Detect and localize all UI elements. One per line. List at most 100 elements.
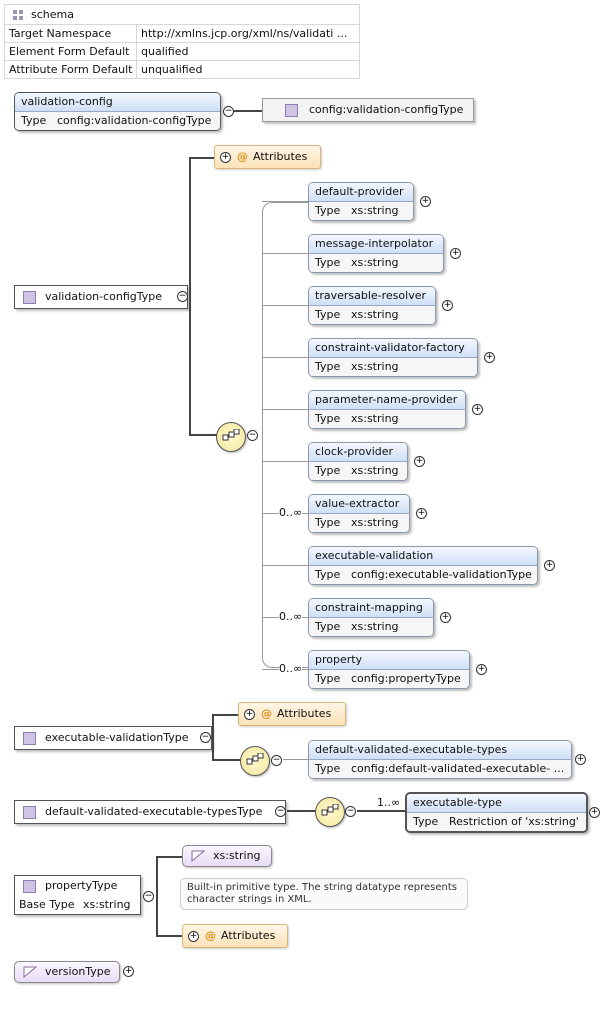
schema-title-row: schema xyxy=(5,5,359,24)
element-type: xs:string xyxy=(351,308,399,321)
element-type: xs:string xyxy=(351,204,399,217)
expand-icon[interactable]: + xyxy=(442,300,453,311)
expand-icon[interactable]: + xyxy=(484,352,495,363)
expand-icon[interactable]: + xyxy=(244,709,255,720)
expand-icon[interactable]: + xyxy=(420,196,431,207)
complex-type-box[interactable]: validation-configType xyxy=(14,285,188,309)
element-type: xs:string xyxy=(351,256,399,269)
simple-type-box[interactable]: versionType xyxy=(14,961,120,983)
property-value: qualified xyxy=(136,42,359,61)
type-ref-box[interactable]: config:validation-configType xyxy=(262,98,474,122)
property-key: Target Namespace xyxy=(5,24,137,43)
simple-type-box[interactable]: xs:string xyxy=(182,845,272,867)
sequence-bracket xyxy=(262,202,311,668)
type-label: Type xyxy=(413,815,439,828)
element-type: Restriction of 'xs:string' xyxy=(449,815,579,828)
collapse-icon[interactable]: − xyxy=(143,891,154,902)
collapse-icon[interactable]: − xyxy=(177,291,188,302)
at-icon: @ xyxy=(205,929,216,942)
collapse-icon[interactable]: − xyxy=(271,755,282,766)
element-type: xs:string xyxy=(351,620,399,633)
expand-icon[interactable]: + xyxy=(575,754,586,765)
complex-type-box[interactable]: executable-validationType xyxy=(14,726,212,750)
expand-icon[interactable]: + xyxy=(544,560,555,571)
element-name: constraint-mapping xyxy=(309,599,433,618)
at-icon: @ xyxy=(237,150,248,163)
collapse-icon[interactable]: − xyxy=(247,430,258,441)
connector-line xyxy=(262,461,308,462)
expand-icon[interactable]: + xyxy=(416,508,427,519)
simple-type-name: versionType xyxy=(45,965,111,978)
element-name: clock-provider xyxy=(309,443,407,462)
expand-icon[interactable]: + xyxy=(589,807,600,818)
simple-type-icon xyxy=(23,966,37,978)
element-type: xs:string xyxy=(351,360,399,373)
element-type: xs:string xyxy=(351,412,399,425)
collapse-icon[interactable]: − xyxy=(345,806,356,817)
type-label: Type xyxy=(315,360,341,373)
attributes-box[interactable]: + @ Attributes xyxy=(238,702,346,726)
connector-line xyxy=(283,759,308,760)
expand-icon[interactable]: + xyxy=(220,152,231,163)
type-label: Type xyxy=(315,464,341,477)
complex-type-icon xyxy=(23,806,36,819)
simple-type-icon xyxy=(191,850,205,862)
connector-line xyxy=(287,810,315,812)
base-type-label: Base Type xyxy=(19,898,75,911)
property-key: Element Form Default xyxy=(5,42,137,61)
occurrence-label: 0..∞ xyxy=(279,506,303,519)
complex-type-box[interactable]: default-validated-executable-typesType xyxy=(14,800,286,824)
attributes-box[interactable]: + @ Attributes xyxy=(182,924,288,948)
type-label: Type xyxy=(315,204,341,217)
sequence-icon[interactable] xyxy=(240,746,270,776)
expand-icon[interactable]: + xyxy=(123,966,134,977)
complex-type-name: validation-configType xyxy=(45,290,163,303)
attributes-label: Attributes xyxy=(253,150,308,163)
attributes-label: Attributes xyxy=(221,929,276,942)
type-label: Type xyxy=(315,412,341,425)
attributes-box[interactable]: + @ Attributes xyxy=(214,145,321,169)
element-type-row: Type Restriction of 'xs:string' xyxy=(407,813,586,831)
connector-line xyxy=(262,305,308,306)
sequence-icon[interactable] xyxy=(216,422,246,452)
complex-type-icon xyxy=(23,880,36,893)
collapse-icon[interactable]: − xyxy=(200,732,211,743)
expand-icon[interactable]: + xyxy=(440,612,451,623)
expand-icon[interactable]: + xyxy=(472,404,483,415)
type-documentation: Built-in primitive type. The string data… xyxy=(180,878,468,910)
expand-icon[interactable]: + xyxy=(414,456,425,467)
property-value: unqualified xyxy=(136,60,359,78)
sequence-icon[interactable] xyxy=(315,797,345,827)
element-type-row: Type xs:string xyxy=(309,358,477,376)
expand-icon[interactable]: + xyxy=(450,248,461,259)
at-icon: @ xyxy=(261,707,272,720)
collapse-icon[interactable]: − xyxy=(275,806,286,817)
expand-icon[interactable]: + xyxy=(476,664,487,675)
connector-line xyxy=(262,565,308,566)
property-value: http://xmlns.jcp.org/xml/ns/validati ... xyxy=(136,24,359,43)
expand-icon[interactable]: + xyxy=(188,931,199,942)
element-name: validation-config xyxy=(15,93,220,112)
collapse-icon[interactable]: − xyxy=(223,106,234,117)
